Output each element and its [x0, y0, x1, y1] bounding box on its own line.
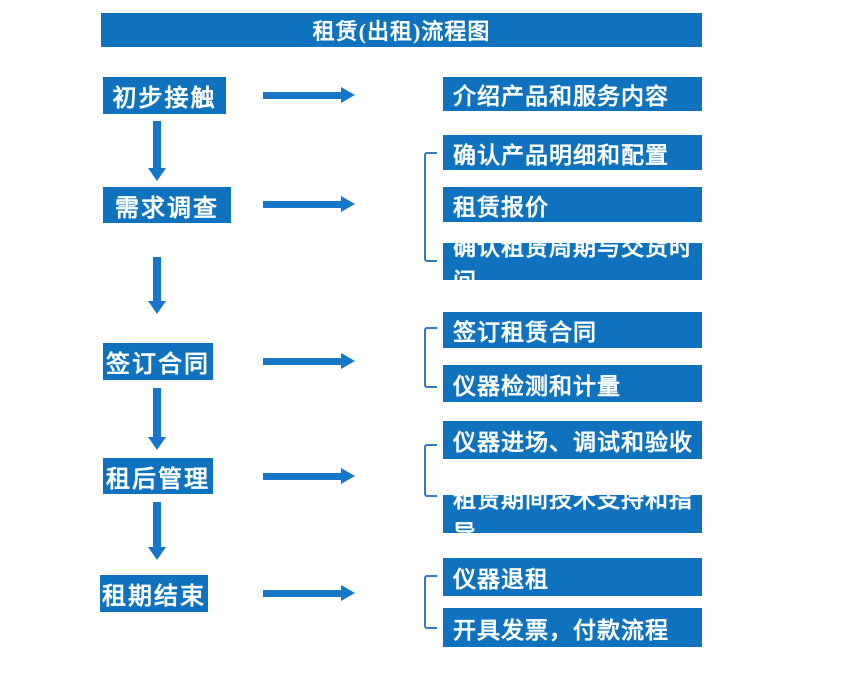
- output-label: 仪器退租: [453, 567, 549, 592]
- stage-box-initial-contact: 初步接触: [103, 77, 226, 114]
- output-box-confirm-product-details: 确认产品明细和配置: [443, 135, 702, 170]
- output-label: 仪器进场、调试和验收: [453, 430, 693, 455]
- output-box-rental-quotation: 租赁报价: [443, 187, 702, 222]
- stage-box-sign-contract: 签订合同: [103, 343, 213, 380]
- output-box-instrument-testing-metering: 仪器检测和计量: [443, 365, 702, 402]
- page-title: 租赁(出租)流程图: [312, 19, 491, 44]
- group-bracket-demand-survey: [424, 152, 437, 262]
- output-label: 租赁期间技术支持和指导: [453, 487, 693, 546]
- stage-label: 初步接触: [112, 86, 217, 112]
- stage-label: 租期结束: [102, 584, 206, 610]
- output-box-technical-support-guidance: 租赁期间技术支持和指导: [443, 487, 702, 546]
- output-box-sign-rental-contract: 签订租赁合同: [443, 312, 702, 348]
- output-box-instrument-return: 仪器退租: [443, 558, 702, 596]
- output-label: 仪器检测和计量: [453, 373, 621, 399]
- output-box-introduce-products-services: 介绍产品和服务内容: [443, 77, 702, 111]
- stage-box-rental-end: 租期结束: [100, 575, 208, 612]
- output-label: 介绍产品和服务内容: [453, 84, 669, 109]
- output-label: 确认产品明细和配置: [453, 142, 669, 168]
- title-bar: 租赁(出租)流程图: [101, 13, 702, 47]
- group-bracket-post-rental: [424, 444, 437, 497]
- output-box-confirm-rental-period-delivery: 确认租赁周期与交货时间: [443, 235, 702, 294]
- group-bracket-rental-end: [424, 575, 437, 629]
- output-box-invoice-payment-process: 开具发票，付款流程: [443, 608, 702, 647]
- group-bracket-sign-contract: [424, 327, 437, 388]
- output-label: 租赁报价: [453, 194, 549, 220]
- output-label: 确认租赁周期与交货时间: [453, 234, 693, 294]
- output-box-instrument-arrival-acceptance: 仪器进场、调试和验收: [443, 421, 702, 459]
- stage-label: 需求调查: [115, 195, 219, 222]
- output-label: 开具发票，付款流程: [453, 617, 669, 643]
- stage-box-post-rental-management: 租后管理: [103, 458, 213, 494]
- output-label: 签订租赁合同: [453, 320, 597, 345]
- stage-label: 租后管理: [106, 466, 210, 493]
- stage-box-demand-survey: 需求调查: [103, 187, 231, 223]
- stage-label: 签订合同: [106, 352, 210, 378]
